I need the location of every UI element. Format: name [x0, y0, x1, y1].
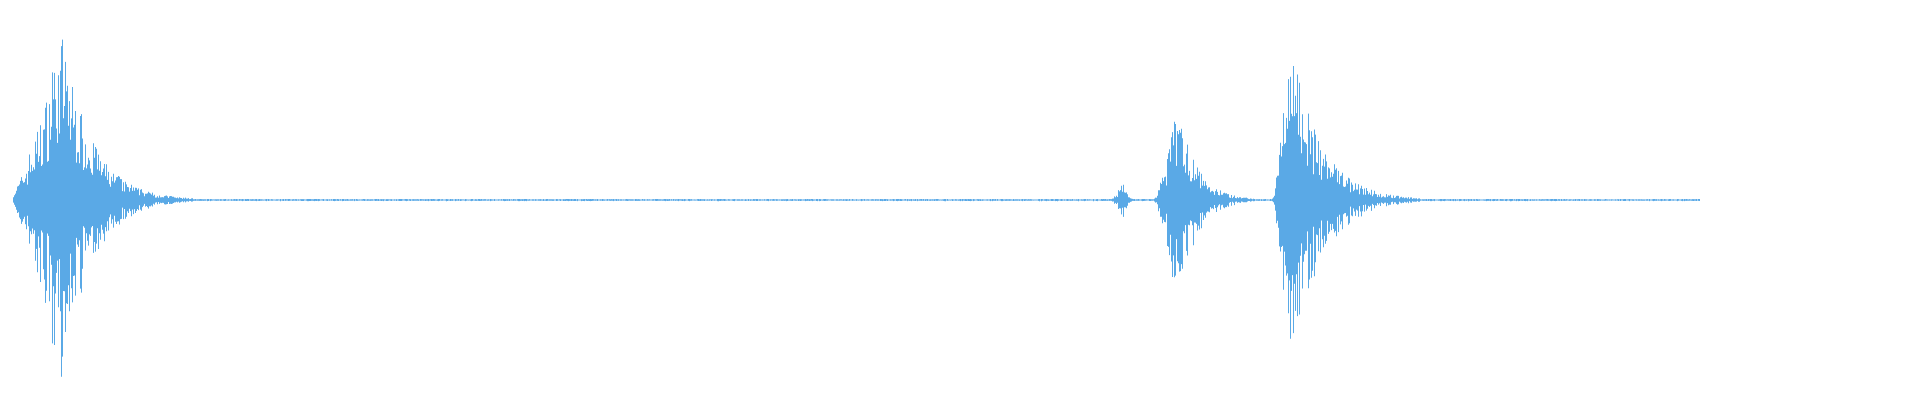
- waveform-bars: [13, 39, 1700, 377]
- waveform-path: [13, 39, 1700, 377]
